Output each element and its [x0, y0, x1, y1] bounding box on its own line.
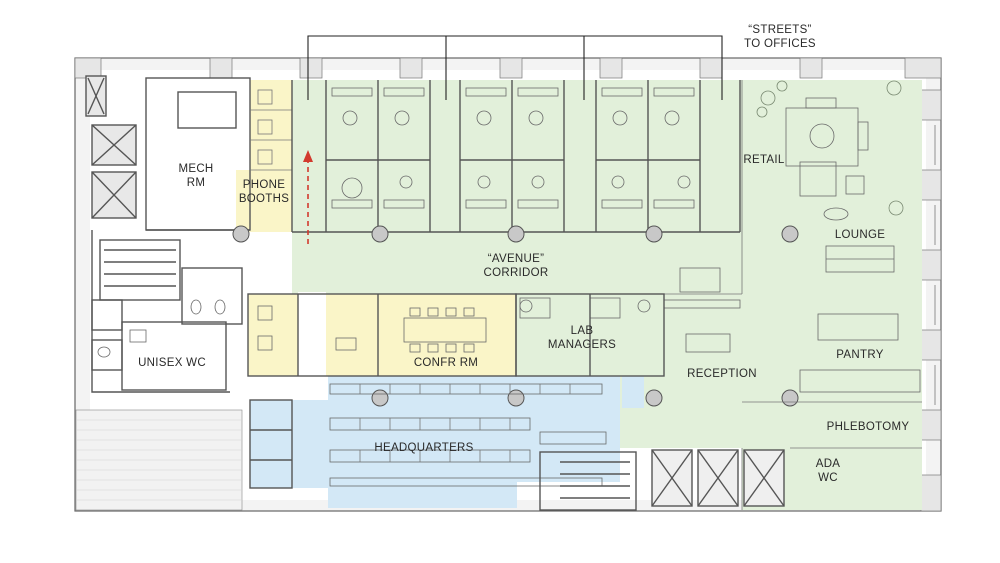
lounge-furniture [663, 97, 921, 393]
lounge-label: LOUNGE [835, 229, 885, 241]
streets-bracket [307, 35, 723, 100]
streets-label-line2: TO OFFICES [744, 38, 816, 50]
hq-desk-dividers [359, 384, 571, 462]
reception-label: RECEPTION [687, 368, 757, 380]
lower-left-hatch [75, 409, 243, 511]
pantry-label: PANTRY [836, 349, 883, 361]
phone-booths-label-line1: PHONE [243, 179, 285, 191]
phone-booths-label-line2: BOOTHS [239, 193, 289, 205]
avenue-label-line2: CORRIDOR [483, 267, 548, 279]
headquarters-desks [329, 383, 607, 487]
avenue-label-line1: “AVENUE” [488, 253, 545, 265]
meeting-furniture [257, 297, 651, 353]
ada-wc-label-line2: WC [818, 472, 838, 484]
headquarters-label: HEADQUARTERS [374, 442, 473, 454]
wc-fixtures [97, 299, 226, 358]
mech-room-label-line1: MECH [178, 163, 213, 175]
exterior-piers [74, 57, 942, 512]
plants [756, 80, 904, 216]
ada-wc-label-line1: ADA [816, 458, 841, 470]
lab-managers-label-line2: MANAGERS [548, 339, 616, 351]
retail-label: RETAIL [743, 154, 785, 166]
phlebotomy-label: PHLEBOTOMY [827, 421, 910, 433]
streets-label-line1: “STREETS” [748, 24, 811, 36]
green-zone [292, 80, 922, 510]
phone-booth-partitions [250, 89, 292, 171]
hq-walls [249, 399, 293, 489]
confr-room-label: CONFR RM [414, 357, 478, 369]
circulation-arrow [303, 150, 313, 244]
meeting-walls [247, 293, 665, 377]
white-gap [298, 292, 326, 376]
right-zone-walls [664, 80, 922, 510]
bottom-core [539, 449, 785, 511]
office-furniture [331, 87, 695, 209]
lab-managers-label-line1: LAB [571, 325, 594, 337]
unisex-wc-label: UNISEX WC [138, 357, 206, 369]
mech-room-label-line2: RM [187, 177, 206, 189]
service-core-walls [85, 75, 251, 393]
